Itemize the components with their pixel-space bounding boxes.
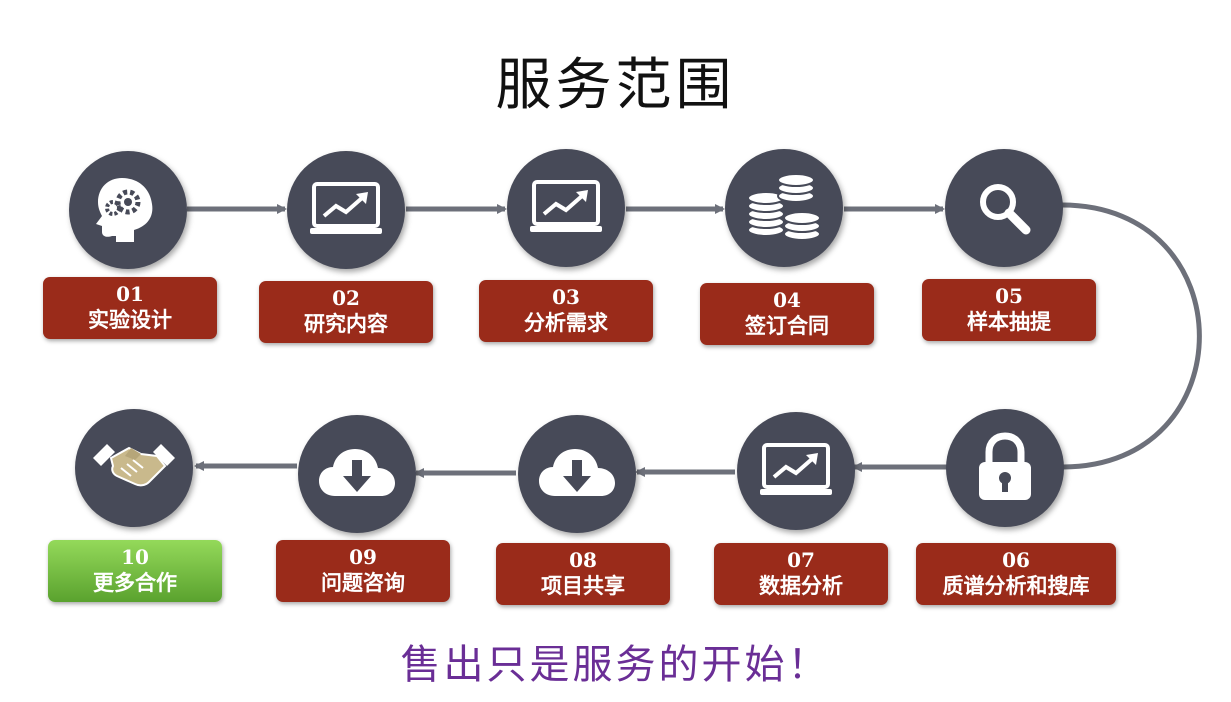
step-03-circle bbox=[507, 149, 625, 267]
handshake-icon bbox=[93, 444, 175, 487]
step-06-label: 06 质谱分析和搜库 bbox=[916, 543, 1116, 605]
magnifier-icon bbox=[980, 184, 1031, 235]
step-01-text: 实验设计 bbox=[88, 307, 172, 332]
cloud-download-icon bbox=[539, 449, 615, 496]
step-10-circle bbox=[75, 409, 193, 527]
brain-gear-icon bbox=[96, 178, 153, 242]
diagram-title: 服务范围 bbox=[495, 53, 736, 118]
connector-05-06 bbox=[1061, 202, 1202, 470]
step-07-label: 07 数据分析 bbox=[714, 543, 888, 605]
step-09-circle bbox=[298, 415, 416, 533]
monitor-chart-icon bbox=[760, 443, 832, 495]
step-02-number: 02 bbox=[332, 286, 360, 310]
step-07-text: 数据分析 bbox=[759, 573, 843, 598]
step-06-number: 06 bbox=[1002, 548, 1030, 572]
step-03-label: 03 分析需求 bbox=[479, 280, 653, 342]
step-10-label: 10 更多合作 bbox=[48, 540, 222, 602]
step-04-label: 04 签订合同 bbox=[700, 283, 874, 345]
step-09-text: 问题咨询 bbox=[321, 570, 405, 595]
step-08-number: 08 bbox=[569, 548, 597, 572]
step-04-text: 签订合同 bbox=[745, 313, 829, 338]
step-09-label: 09 问题咨询 bbox=[276, 540, 450, 602]
step-03-text: 分析需求 bbox=[524, 310, 608, 335]
step-07-circle bbox=[737, 412, 855, 530]
step-08-text: 项目共享 bbox=[541, 573, 625, 598]
step-09-number: 09 bbox=[349, 545, 377, 569]
step-02-text: 研究内容 bbox=[304, 311, 388, 336]
cloud-download-icon bbox=[319, 449, 395, 496]
step-10-text: 更多合作 bbox=[93, 570, 177, 595]
step-01-number: 01 bbox=[116, 282, 144, 306]
step-05-label: 05 样本抽提 bbox=[922, 279, 1096, 341]
step-07-number: 07 bbox=[787, 548, 815, 572]
monitor-chart-icon bbox=[530, 180, 602, 232]
step-02-circle bbox=[287, 151, 405, 269]
step-01-label: 01 实验设计 bbox=[43, 277, 217, 339]
step-05-circle bbox=[945, 149, 1063, 267]
step-05-text: 样本抽提 bbox=[967, 309, 1051, 334]
step-02-label: 02 研究内容 bbox=[259, 281, 433, 343]
padlock-icon bbox=[979, 432, 1031, 500]
step-06-circle bbox=[946, 409, 1064, 527]
step-08-circle bbox=[518, 415, 636, 533]
step-10-number: 10 bbox=[121, 545, 149, 569]
slogan: 售出只是服务的开始！ bbox=[400, 642, 831, 688]
coin-stack-icon bbox=[747, 173, 821, 241]
step-01-circle bbox=[69, 151, 187, 269]
step-06-text: 质谱分析和搜库 bbox=[942, 573, 1090, 598]
step-08-label: 08 项目共享 bbox=[496, 543, 670, 605]
step-05-number: 05 bbox=[995, 284, 1023, 308]
step-04-circle bbox=[725, 149, 843, 267]
step-04-number: 04 bbox=[773, 288, 801, 312]
step-03-number: 03 bbox=[552, 285, 580, 309]
monitor-chart-icon bbox=[310, 182, 382, 234]
